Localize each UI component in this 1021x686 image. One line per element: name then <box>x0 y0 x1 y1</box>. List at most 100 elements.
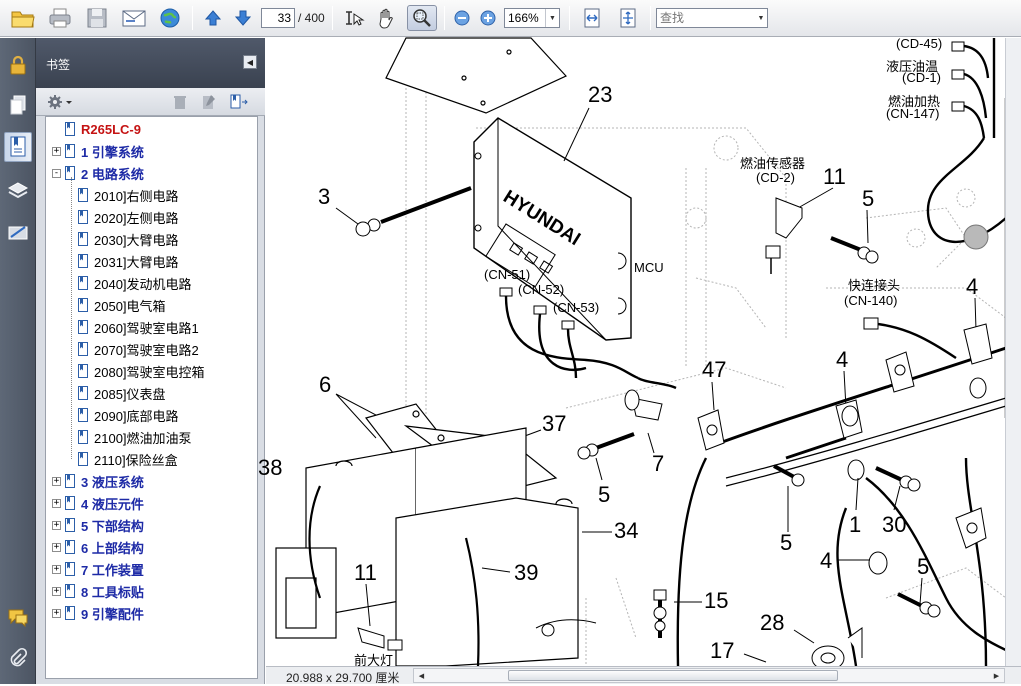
bookmarks-icon[interactable] <box>4 132 32 162</box>
vertical-scrollbar[interactable] <box>1005 38 1021 666</box>
zoom-tool-icon[interactable] <box>407 5 437 31</box>
save-icon[interactable] <box>82 5 112 31</box>
bookmark-item[interactable]: 2031]大臂电路 <box>78 251 179 271</box>
bookmark-item[interactable]: +9 引擎配件 <box>52 603 144 623</box>
expand-bookmark-icon[interactable] <box>227 93 251 111</box>
bookmark-item[interactable]: +6 上部结构 <box>52 537 144 557</box>
callout-5-low: 5 <box>780 530 792 555</box>
bookmark-item[interactable]: 2085]仪表盘 <box>78 383 166 403</box>
bookmark-item[interactable]: 2060]驾驶室电路1 <box>78 317 199 337</box>
bookmark-item[interactable]: +7 工作装置 <box>52 559 144 579</box>
signature-icon[interactable] <box>4 218 32 248</box>
collapse-panel-button[interactable]: ◀ <box>243 55 257 69</box>
print-icon[interactable] <box>45 5 75 31</box>
bookmark-item[interactable]: 2040]发动机电路 <box>78 273 192 293</box>
expand-toggle-icon[interactable]: + <box>52 585 61 596</box>
search-box[interactable]: ▼ <box>656 8 768 28</box>
prev-page-icon[interactable] <box>200 5 226 31</box>
bolt-15 <box>653 589 667 638</box>
bookmark-item[interactable]: - 2 电路系统 <box>52 163 144 183</box>
battery-cables <box>308 485 480 667</box>
bookmark-label: 2020]左侧电路 <box>94 210 179 226</box>
expand-toggle-icon[interactable]: + <box>52 541 61 552</box>
callout-6: 6 <box>319 372 331 397</box>
bookmark-item[interactable]: 2100]燃油加油泵 <box>78 427 192 447</box>
bookmark-icon <box>78 386 88 400</box>
callout-34: 34 <box>614 518 638 543</box>
collapse-toggle-icon[interactable]: - <box>52 167 61 178</box>
comments-icon[interactable] <box>4 602 32 632</box>
page-number-input[interactable] <box>261 8 295 28</box>
callout-47: 47 <box>702 357 726 382</box>
delete-bookmark-icon[interactable] <box>170 93 190 111</box>
expand-toggle-icon[interactable]: + <box>52 497 61 508</box>
bookmark-label: 6 上部结构 <box>81 540 144 556</box>
bookmark-item[interactable]: 2110]保险丝盒 <box>78 449 178 469</box>
bookmark-item[interactable]: +8 工具标贴 <box>52 581 144 601</box>
chevron-down-icon[interactable]: ▼ <box>545 9 559 27</box>
zoom-input[interactable] <box>506 10 546 26</box>
options-gear-icon[interactable] <box>46 93 74 111</box>
horn <box>811 627 863 671</box>
layers-icon[interactable] <box>4 176 32 206</box>
main-harness <box>676 346 1021 667</box>
expand-toggle-icon[interactable]: + <box>52 145 61 156</box>
pages-icon[interactable] <box>4 90 32 120</box>
batteries <box>275 427 579 667</box>
zoom-select[interactable]: ▼ <box>504 8 560 28</box>
callout-15: 15 <box>704 588 728 613</box>
next-page-icon[interactable] <box>230 5 256 31</box>
callout-1: 1 <box>849 512 861 537</box>
bookmark-item[interactable]: +1 引擎系统 <box>52 141 144 161</box>
scroll-left-icon[interactable]: ◀ <box>418 672 425 680</box>
bookmark-item[interactable]: R265LC-9 <box>52 119 141 139</box>
callout-7: 7 <box>652 451 664 476</box>
bookmark-item[interactable]: +4 液压元件 <box>52 493 144 513</box>
callout-38: 38 <box>258 455 282 480</box>
background-chassis <box>405 88 1007 666</box>
document-view[interactable]: HYUNDAI 23 MCU (CN-51) (CN-52) (CN-53) 3 <box>258 36 1021 671</box>
open-folder-icon[interactable] <box>8 5 38 31</box>
lock-icon[interactable] <box>4 50 32 80</box>
expand-toggle-icon[interactable]: + <box>52 475 61 486</box>
select-text-icon[interactable] <box>340 5 366 31</box>
fit-page-icon[interactable] <box>614 5 642 31</box>
expand-toggle-icon[interactable]: + <box>52 519 61 530</box>
zoom-out-icon[interactable] <box>452 5 472 31</box>
bookmark-item[interactable]: 2090]底部电路 <box>78 405 179 425</box>
panel-title: 书签 <box>46 58 71 72</box>
cn51-label: (CN-51) <box>484 267 530 282</box>
bookmark-item[interactable]: 2050]电气箱 <box>78 295 166 315</box>
email-icon[interactable] <box>118 5 150 31</box>
horizontal-scrollbar[interactable]: ◀ ▶ <box>413 668 1005 683</box>
bookmark-label: 9 引擎配件 <box>81 606 144 622</box>
expand-toggle-icon[interactable]: + <box>52 607 61 618</box>
new-bookmark-icon[interactable] <box>199 93 219 111</box>
bookmark-icon <box>78 364 88 378</box>
scroll-thumb[interactable] <box>508 670 838 681</box>
bookmark-item[interactable]: 2030]大臂电路 <box>78 229 179 249</box>
scroll-right-icon[interactable]: ▶ <box>993 672 1000 680</box>
bookmark-item[interactable]: 2070]驾驶室电路2 <box>78 339 199 359</box>
bookmark-item[interactable]: +3 液压系统 <box>52 471 144 491</box>
callout-4-right: 4 <box>966 274 978 299</box>
grommet <box>963 224 989 250</box>
search-input[interactable] <box>658 10 756 26</box>
bookmark-item[interactable]: +5 下部结构 <box>52 515 144 535</box>
bookmark-item[interactable]: 2020]左侧电路 <box>78 207 179 227</box>
attachment-icon[interactable] <box>4 644 32 674</box>
bookmark-item[interactable]: 2080]驾驶室电控箱 <box>78 361 205 381</box>
hand-icon[interactable] <box>372 5 400 31</box>
bookmark-icon <box>78 276 88 290</box>
fit-width-icon[interactable] <box>578 5 606 31</box>
status-bar: 20.988 x 29.700 厘米 ◀ ▶ <box>266 666 1021 685</box>
bookmark-label: 4 液压元件 <box>81 496 144 512</box>
bookmark-icon <box>65 518 75 532</box>
bookmark-item[interactable]: 2010]右侧电路 <box>78 185 179 205</box>
bookmark-label: 2031]大臂电路 <box>94 254 179 270</box>
web-icon[interactable] <box>155 5 185 31</box>
expand-toggle-icon[interactable]: + <box>52 563 61 574</box>
bookmark-label: 2 电路系统 <box>81 166 144 182</box>
zoom-in-icon[interactable] <box>478 5 498 31</box>
chevron-down-icon[interactable]: ▼ <box>757 14 765 22</box>
